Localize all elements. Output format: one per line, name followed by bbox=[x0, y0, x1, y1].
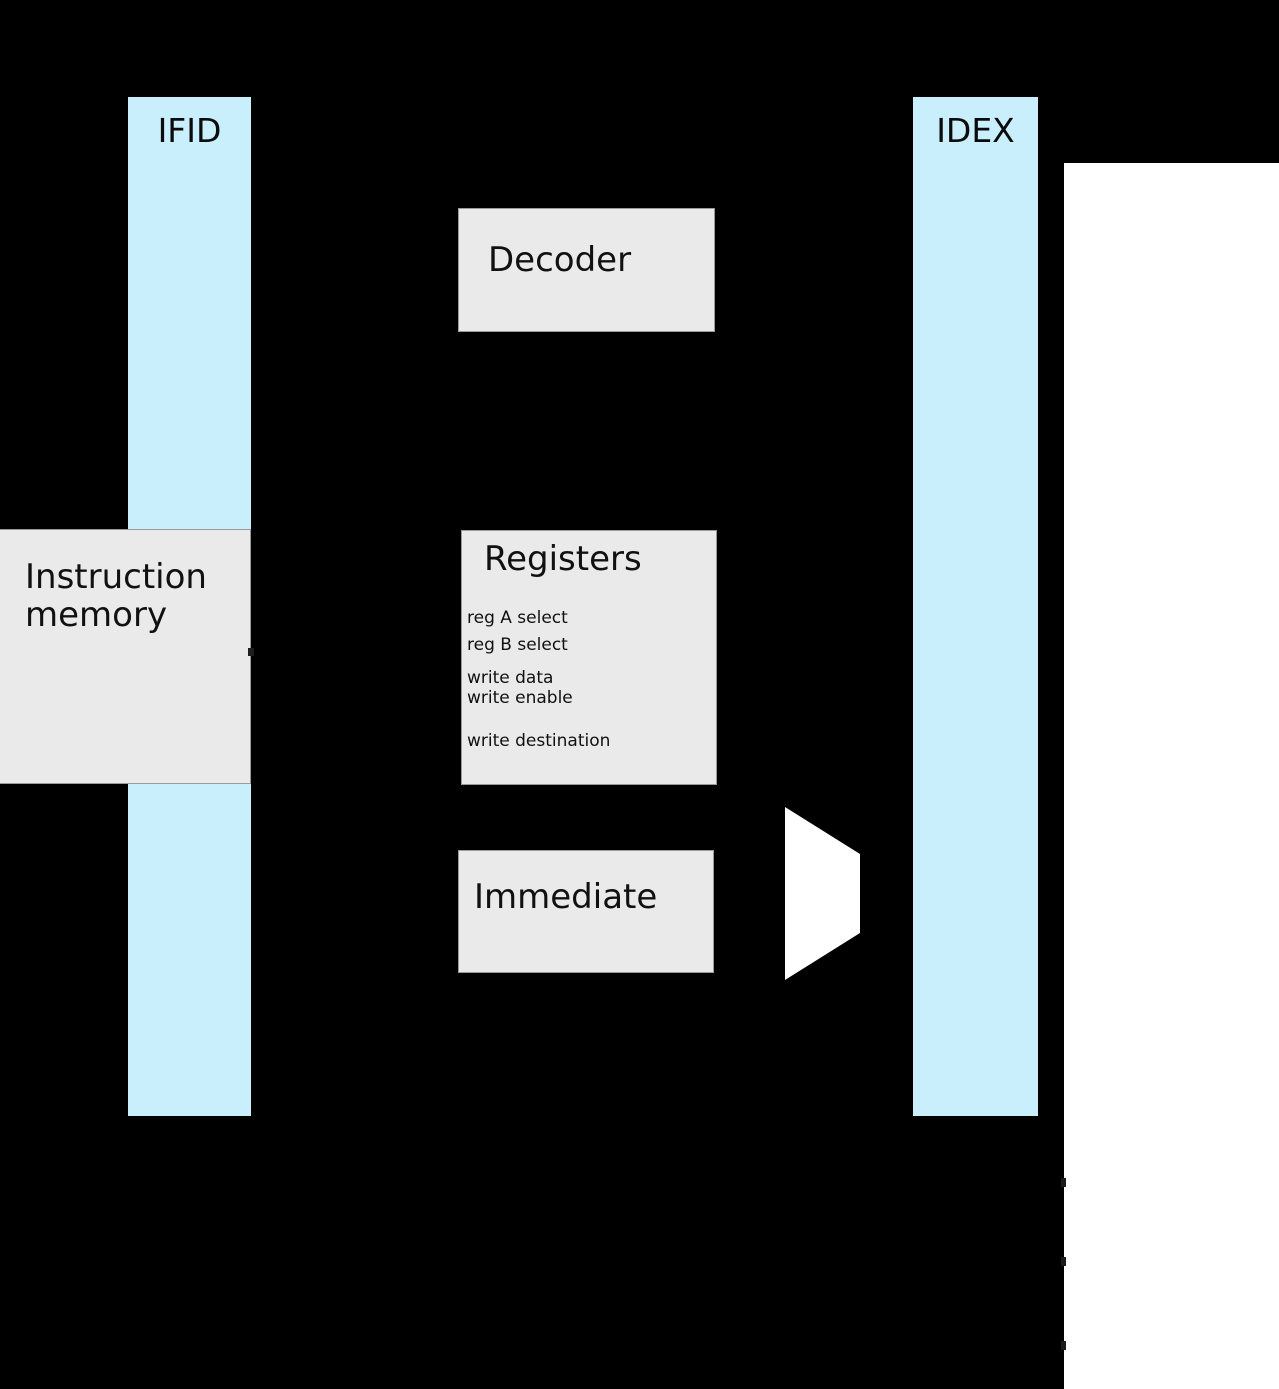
diagram-backdrop-top-strip bbox=[1064, 0, 1279, 163]
instruction-memory-output-stub bbox=[248, 648, 254, 656]
unit-decoder-label: Decoder bbox=[488, 240, 632, 280]
edge-connector-stub-1 bbox=[1061, 1178, 1066, 1187]
unit-decoder[interactable]: Decoder bbox=[458, 208, 715, 332]
unit-instruction-memory-label: Instruction memory bbox=[25, 557, 207, 636]
unit-immediate-label: Immediate bbox=[474, 877, 658, 917]
registers-port-write-destination: write destination bbox=[467, 731, 611, 751]
registers-port-list: reg A select reg B select write data wri… bbox=[467, 610, 707, 750]
unit-registers-label: Registers bbox=[484, 539, 642, 579]
pipeline-register-ifid-label: IFID bbox=[157, 111, 222, 150]
registers-port-reg-b-select: reg B select bbox=[467, 635, 568, 655]
pipeline-register-idex[interactable]: IDEX bbox=[913, 97, 1038, 1116]
registers-port-write-enable: write enable bbox=[467, 688, 573, 708]
registers-port-reg-a-select: reg A select bbox=[467, 608, 568, 628]
edge-connector-stub-2 bbox=[1061, 1257, 1066, 1266]
unit-instruction-memory[interactable]: Instruction memory bbox=[0, 529, 251, 784]
edge-connector-stub-3 bbox=[1061, 1341, 1066, 1350]
unit-immediate[interactable]: Immediate bbox=[458, 850, 714, 973]
multiplexer-shape[interactable] bbox=[785, 807, 861, 980]
unit-registers[interactable]: Registers reg A select reg B select writ… bbox=[461, 530, 717, 785]
pipeline-register-idex-label: IDEX bbox=[936, 111, 1015, 150]
registers-port-write-data: write data bbox=[467, 668, 554, 688]
